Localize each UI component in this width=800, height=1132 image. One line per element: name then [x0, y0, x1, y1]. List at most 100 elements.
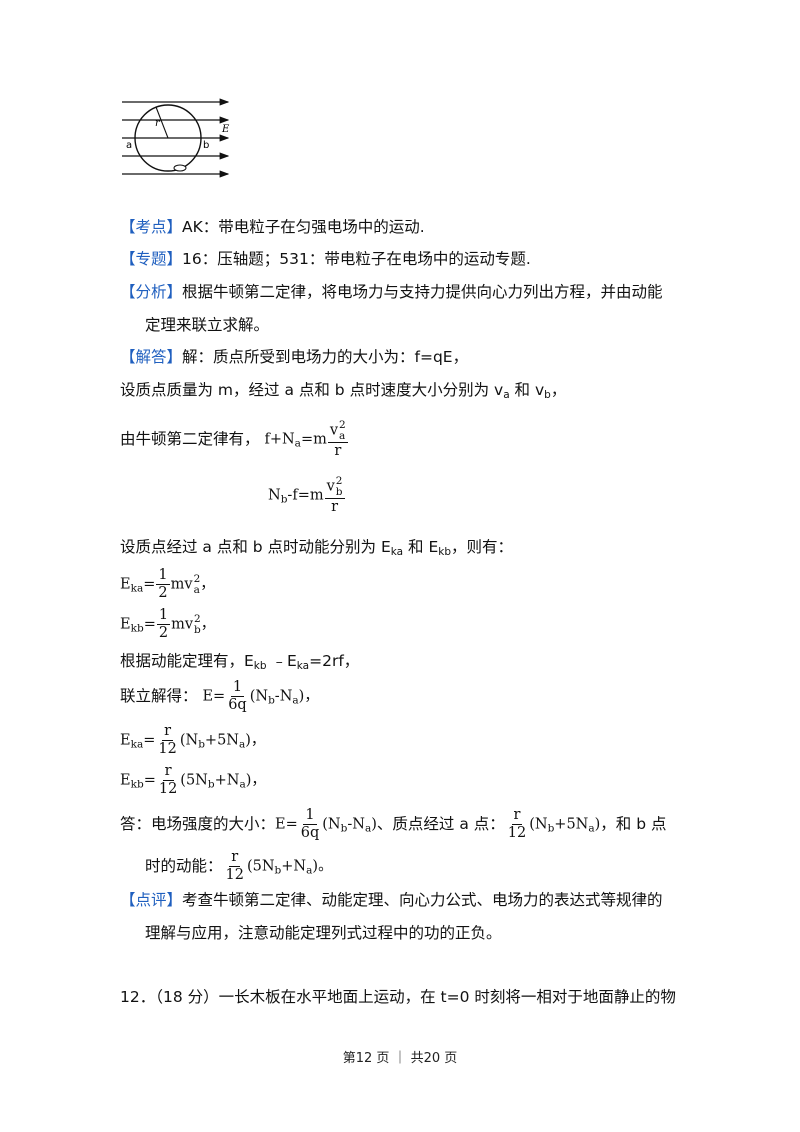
- eka-r-nb: b: [198, 738, 205, 751]
- ans-e-nb: b: [340, 822, 348, 835]
- ekb-mv: mv: [171, 616, 194, 633]
- ekb-r-open: (5N: [180, 772, 208, 789]
- eka-r-num: r: [162, 723, 174, 742]
- eq1-lhs-sub: a: [294, 437, 301, 450]
- ans-e-open: (N: [322, 816, 341, 833]
- zhuanti-text: 16：压轴题；531：带电粒子在电场中的运动专题.: [182, 250, 531, 268]
- ekb-eq-sign: =: [143, 616, 156, 633]
- ans-e-den: 6q: [300, 825, 320, 842]
- ans-ekb-na: a: [306, 864, 313, 877]
- eka-E-sub: ka: [130, 582, 144, 595]
- eq1-den: r: [334, 443, 342, 459]
- eka-r-sub: ka: [130, 738, 144, 751]
- ekb-r-nb: b: [207, 778, 215, 791]
- ans-ekb-open: (5N: [246, 858, 275, 875]
- newton-intro: 由牛顿第二定律有，: [120, 429, 260, 448]
- ans-eka-nb: b: [547, 822, 555, 835]
- eka-r-comma: ，: [250, 732, 266, 749]
- ekb-r-plusn: +N: [214, 772, 240, 789]
- ans-eka-num: r: [511, 807, 523, 826]
- theorem-sub2: ka: [296, 660, 310, 672]
- circle-track: [134, 104, 202, 172]
- e-eq: E=: [202, 688, 226, 705]
- eq2-sup: 2: [335, 475, 343, 487]
- eq1-sub: a: [339, 429, 346, 442]
- eka-sup: 2: [193, 573, 201, 586]
- eka-r-open: (N: [179, 732, 199, 749]
- e-minus-n: -N: [274, 688, 293, 705]
- ekb-comma: ，: [200, 616, 216, 633]
- eka-sub: ka: [390, 546, 404, 558]
- ans-e-num: 1: [303, 807, 317, 826]
- answer-end: ，和 b 点: [600, 814, 667, 833]
- eq2-mid: -f=m: [287, 487, 324, 504]
- ans-ekb-plus: +N: [281, 858, 307, 875]
- dianping-text-1: 考查牛顿第二定律、动能定理、向心力公式、电场力的表达式等规律的: [182, 891, 663, 909]
- zhuanti-line: 【专题】16：压轴题；531：带电粒子在电场中的运动专题.: [120, 250, 531, 268]
- ans-eka-na: a: [588, 822, 595, 835]
- ekb-r-den: 12: [158, 781, 178, 798]
- eka-eq-sign: =: [143, 576, 156, 593]
- eq1-lhs: f+N: [264, 431, 295, 448]
- next-question: 12．（18 分）一长木板在水平地面上运动，在 t=0 时刻将一相对于地面静止的…: [120, 988, 676, 1006]
- ans-e-minus: -N: [347, 816, 365, 833]
- ans-eka-open: (N: [529, 816, 548, 833]
- ek-end: ，则有：: [451, 538, 514, 556]
- radius-line: [155, 106, 169, 139]
- eq2-num: v: [326, 478, 335, 495]
- label-b: b: [203, 140, 209, 151]
- theorem-end: =2rf，: [309, 652, 360, 670]
- circle-field-diagram: r E a b: [118, 92, 238, 186]
- ans-ekb-den: 12: [225, 867, 244, 884]
- jieda-text-1: 解：质点所受到电场力的大小为：f=qE，: [182, 348, 469, 366]
- eq2-sub: b: [335, 485, 343, 498]
- dianping-line-2: 理解与应用，注意动能定理列式过程中的功的正负。: [145, 924, 502, 942]
- theorem-text: 根据动能定理有，E: [120, 652, 254, 670]
- eka-r-E: E: [120, 732, 131, 749]
- eka-comma: ，: [200, 576, 215, 593]
- comma: ，: [550, 381, 567, 399]
- answer-intro: 答：电场强度的大小：: [120, 814, 276, 833]
- ekb-E: E: [120, 616, 131, 633]
- ans-e-close: ): [371, 816, 377, 833]
- dianping-line-1: 【点评】考查牛顿第二定律、动能定理、向心力公式、电场力的表达式等规律的: [120, 891, 663, 909]
- ekb-r-comma: ，: [251, 772, 266, 789]
- half-den: 2: [158, 585, 168, 602]
- label-a: a: [126, 140, 132, 151]
- field-diagram-svg: r E a b: [122, 98, 230, 178]
- ans-e-eq: E=: [275, 816, 298, 833]
- eq1-num: v: [329, 422, 339, 439]
- half-num: 1: [156, 607, 171, 626]
- e-den: 6q: [228, 697, 247, 714]
- eq2-lhs-sub: b: [280, 493, 288, 506]
- zhuanti-tag: 【专题】: [120, 250, 183, 268]
- ekb-r-E: E: [120, 772, 131, 789]
- jieda-line-1: 【解答】解：质点所受到电场力的大小为：f=qE，: [120, 348, 469, 366]
- ekb-r-close: ): [245, 772, 252, 789]
- particle: [173, 164, 187, 172]
- label-r: r: [155, 118, 161, 129]
- e-paren-open: (N: [249, 688, 269, 705]
- jieda-line-2: 设质点质量为 m，经过 a 点和 b 点时速度大小分别为 va 和 vb，: [120, 381, 567, 401]
- e-comma: ，: [304, 688, 319, 705]
- eq2-lhs: N: [268, 487, 281, 504]
- jieda-tag: 【解答】: [120, 348, 183, 366]
- e-na-sub: a: [292, 694, 299, 707]
- eq1-eq: =m: [300, 431, 327, 448]
- vb-sub: b: [544, 389, 551, 401]
- eka-r-den: 12: [158, 741, 177, 758]
- dianping-tag: 【点评】: [120, 891, 183, 909]
